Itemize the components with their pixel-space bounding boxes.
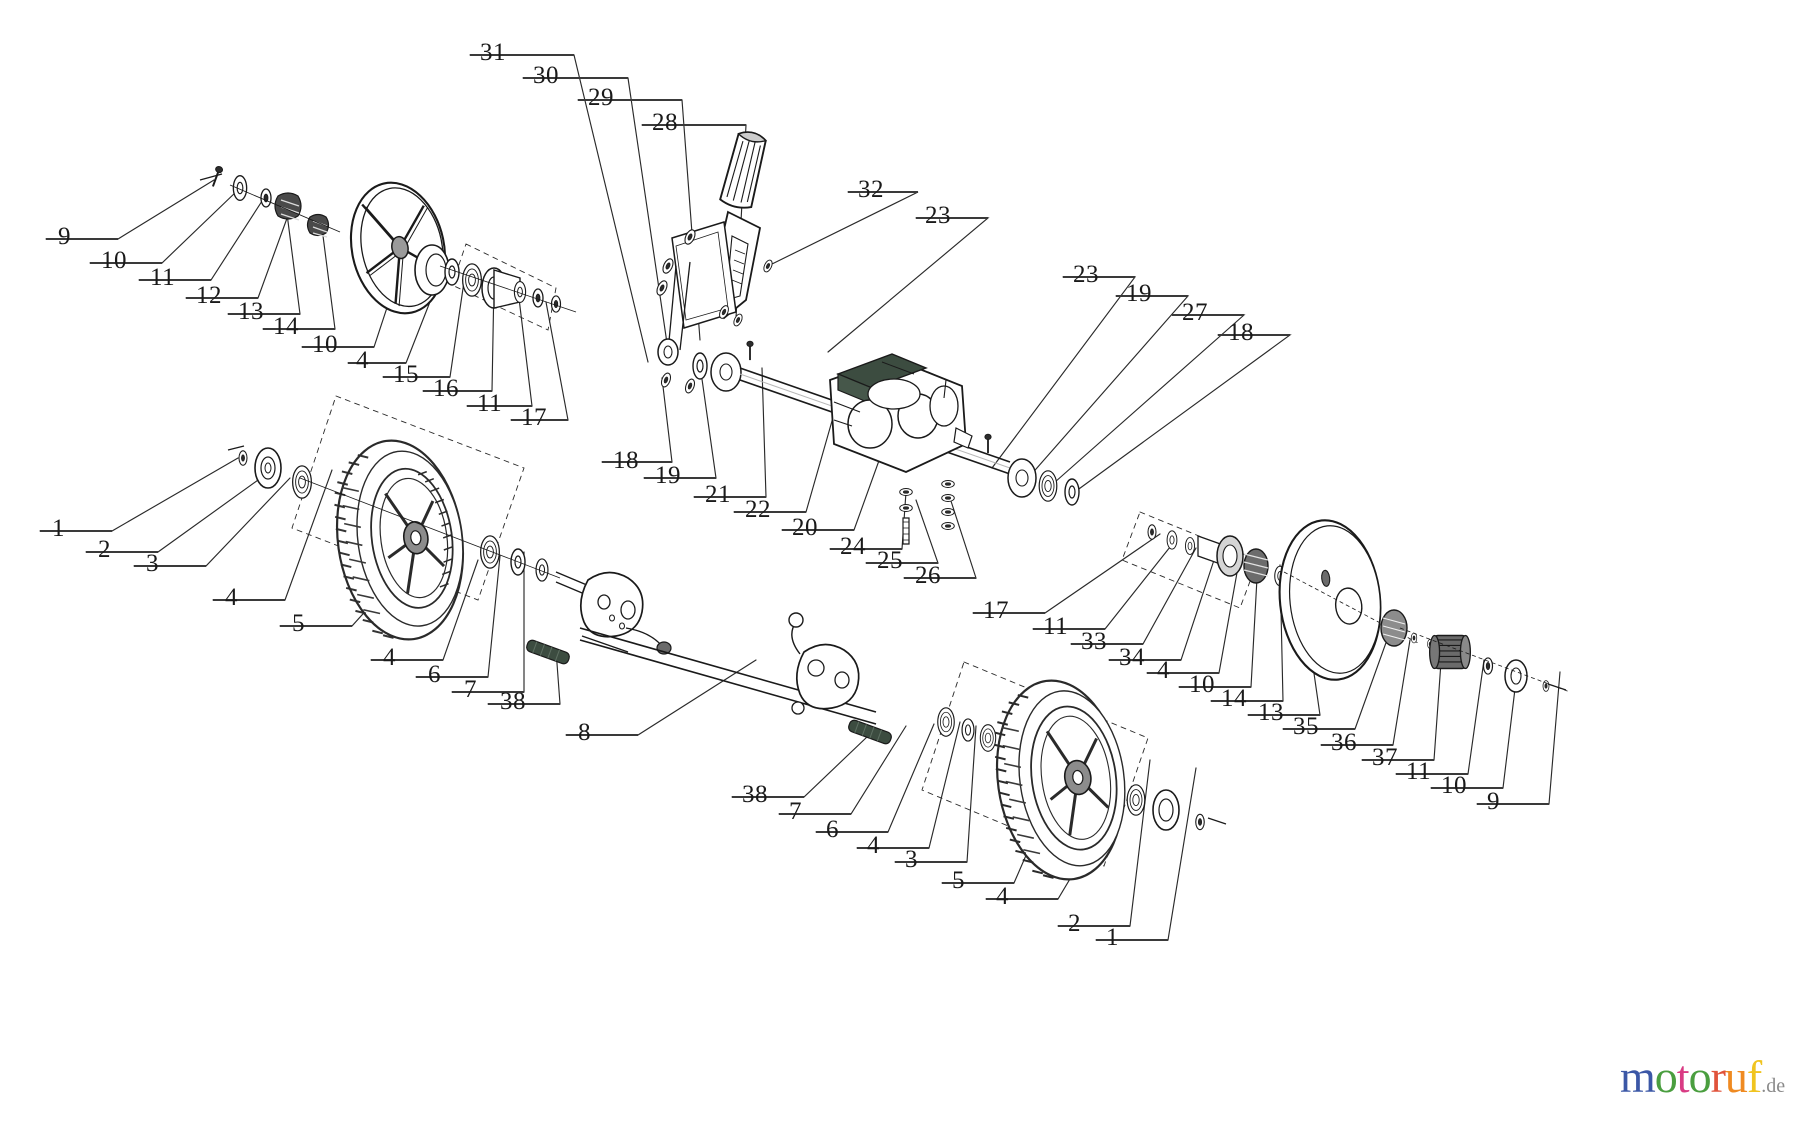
callout-34: 34 (1119, 644, 1145, 671)
callout-30: 30 (533, 62, 559, 89)
top-left-pulley-assembly (199, 164, 577, 315)
callout-32: 32 (858, 176, 884, 203)
callout-36: 36 (1331, 729, 1357, 756)
drive-disc (1278, 519, 1382, 681)
watermark-letter: t (1676, 1051, 1690, 1102)
callout-3: 3 (905, 846, 918, 873)
callout-22: 22 (745, 496, 771, 523)
callout-21: 21 (705, 481, 731, 508)
callout-11: 11 (1406, 758, 1432, 785)
callout-5: 5 (292, 610, 305, 637)
callout-8: 8 (578, 719, 591, 746)
gearbox-and-shaft (692, 340, 1080, 545)
callout-5: 5 (952, 867, 965, 894)
callout-37: 37 (1372, 744, 1398, 771)
callout-9: 9 (58, 223, 71, 250)
callout-20: 20 (792, 514, 818, 541)
callout-28: 28 (652, 109, 678, 136)
callout-26: 26 (915, 562, 941, 589)
callout-13: 13 (1258, 699, 1284, 726)
callout-17: 17 (983, 597, 1009, 624)
callout-4: 4 (383, 644, 396, 671)
callout-31: 31 (480, 39, 506, 66)
callout-14: 14 (273, 313, 299, 340)
right-shaft-disc-assembly (1147, 519, 1571, 693)
callout-10: 10 (312, 331, 338, 358)
callout-4: 4 (356, 347, 369, 374)
callout-18: 18 (613, 447, 639, 474)
callout-17: 17 (521, 404, 547, 431)
callout-11: 11 (150, 264, 176, 291)
callout-16: 16 (433, 375, 459, 402)
callout-23: 23 (1073, 261, 1099, 288)
callout-4: 4 (1157, 657, 1170, 684)
watermark-letter: f (1746, 1051, 1762, 1102)
callout-4: 4 (225, 584, 238, 611)
motoruf-watermark: motoruf.de (1620, 1050, 1785, 1103)
callout-1: 1 (1106, 924, 1119, 951)
callout-14: 14 (1221, 685, 1247, 712)
left-tire (334, 439, 465, 641)
right-tire (994, 679, 1126, 881)
callout-15: 15 (393, 361, 419, 388)
callout-23: 23 (925, 202, 951, 229)
callout-38: 38 (500, 688, 526, 715)
callout-12: 12 (196, 282, 222, 309)
callout-10: 10 (1441, 772, 1467, 799)
callout-10: 10 (1189, 671, 1215, 698)
callout-9: 9 (1487, 788, 1500, 815)
callout-7: 7 (464, 676, 477, 703)
callout-19: 19 (1126, 280, 1152, 307)
callout-3: 3 (146, 550, 159, 577)
callout-11: 11 (1043, 613, 1069, 640)
bottom-right-wheel-assembly (937, 679, 1227, 881)
callout-19: 19 (655, 462, 681, 489)
callout-4: 4 (996, 883, 1009, 910)
callout-7: 7 (789, 798, 802, 825)
callout-11: 11 (477, 390, 503, 417)
watermark-letter: o (1688, 1051, 1712, 1102)
watermark-letter: m (1620, 1051, 1656, 1102)
callout-1: 1 (52, 515, 65, 542)
callout-underlines (40, 53, 1549, 942)
callout-38: 38 (742, 781, 768, 808)
bottom-left-wheel-assembly (227, 439, 561, 641)
callout-6: 6 (826, 816, 839, 843)
callout-2: 2 (1068, 910, 1081, 937)
callout-18: 18 (1228, 319, 1254, 346)
callout-13: 13 (238, 298, 264, 325)
handle-lever-assembly (654, 131, 775, 395)
watermark-letter: o (1654, 1051, 1678, 1102)
callout-2: 2 (98, 536, 111, 563)
callout-29: 29 (588, 84, 614, 111)
axle-yoke-assembly (526, 571, 892, 745)
callout-27: 27 (1182, 299, 1208, 326)
callout-4: 4 (867, 832, 880, 859)
watermark-letter: u (1724, 1051, 1748, 1102)
callout-10: 10 (101, 247, 127, 274)
callout-25: 25 (877, 547, 903, 574)
callout-24: 24 (840, 533, 866, 560)
callout-35: 35 (1293, 713, 1319, 740)
watermark-suffix: .de (1761, 1075, 1786, 1097)
callout-33: 33 (1081, 628, 1107, 655)
callout-6: 6 (428, 661, 441, 688)
watermark-letter: r (1710, 1051, 1726, 1102)
